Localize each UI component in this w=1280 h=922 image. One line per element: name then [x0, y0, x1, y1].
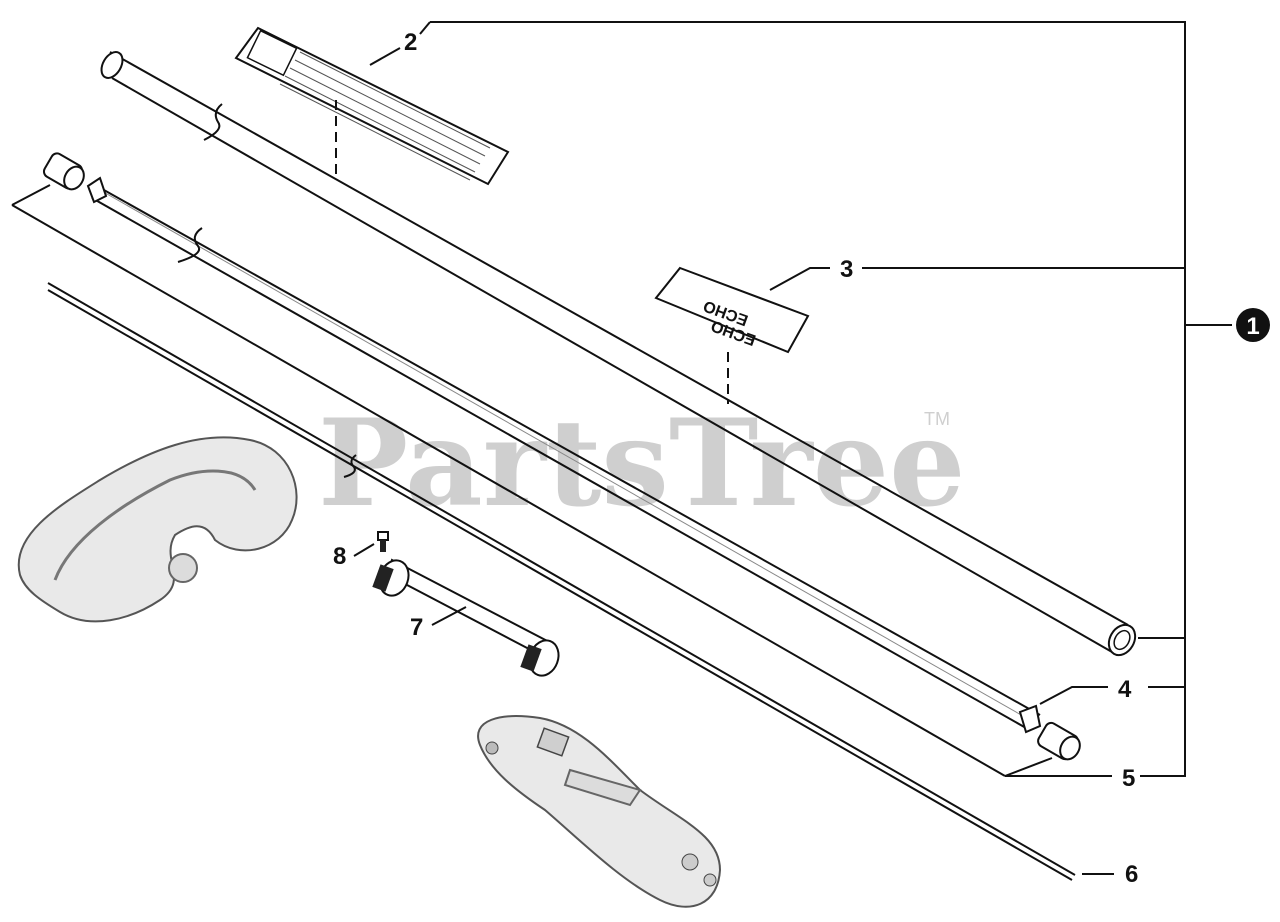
callout-1[interactable]: 1 [1236, 308, 1270, 342]
callout-6[interactable]: 6 [1082, 861, 1138, 888]
callout-8[interactable]: 8 [333, 543, 375, 570]
screw [377, 531, 389, 552]
bushing-leader [11, 204, 1006, 777]
bushing-leader-bottom [1004, 757, 1053, 777]
throttle-grip [477, 715, 722, 908]
bushing-leader-top [11, 184, 51, 206]
bushing-top [42, 152, 85, 191]
callout-5[interactable]: 5 [1005, 765, 1135, 792]
outer-shaft-tube [100, 51, 1137, 657]
callout-6-label: 6 [1125, 861, 1138, 888]
callout-8-label: 8 [333, 543, 346, 570]
inner-drive-tube [86, 176, 1042, 734]
handle-bracket [372, 558, 560, 677]
watermark-trademark: TM [924, 409, 950, 429]
callout-5-label: 5 [1122, 765, 1135, 792]
callout-4-label: 4 [1118, 676, 1132, 703]
callout-1-label: 1 [1246, 313, 1259, 340]
callout-7[interactable]: 7 [410, 606, 467, 641]
drive-shaft [47, 282, 1076, 881]
callout-4[interactable]: 4 [1039, 676, 1132, 705]
callout-7-label: 7 [410, 614, 423, 641]
warning-label [234, 26, 510, 186]
assembly-bracket [430, 21, 1232, 777]
callout-2-label: 2 [404, 29, 417, 56]
callout-2[interactable]: 2 [369, 21, 431, 66]
bushing-bottom [1037, 721, 1081, 761]
loop-handle [17, 436, 298, 623]
callout-3-label: 3 [840, 256, 853, 283]
echo-decal: ECHO ECHO [654, 266, 810, 404]
callout-3[interactable]: 3 [769, 256, 853, 291]
